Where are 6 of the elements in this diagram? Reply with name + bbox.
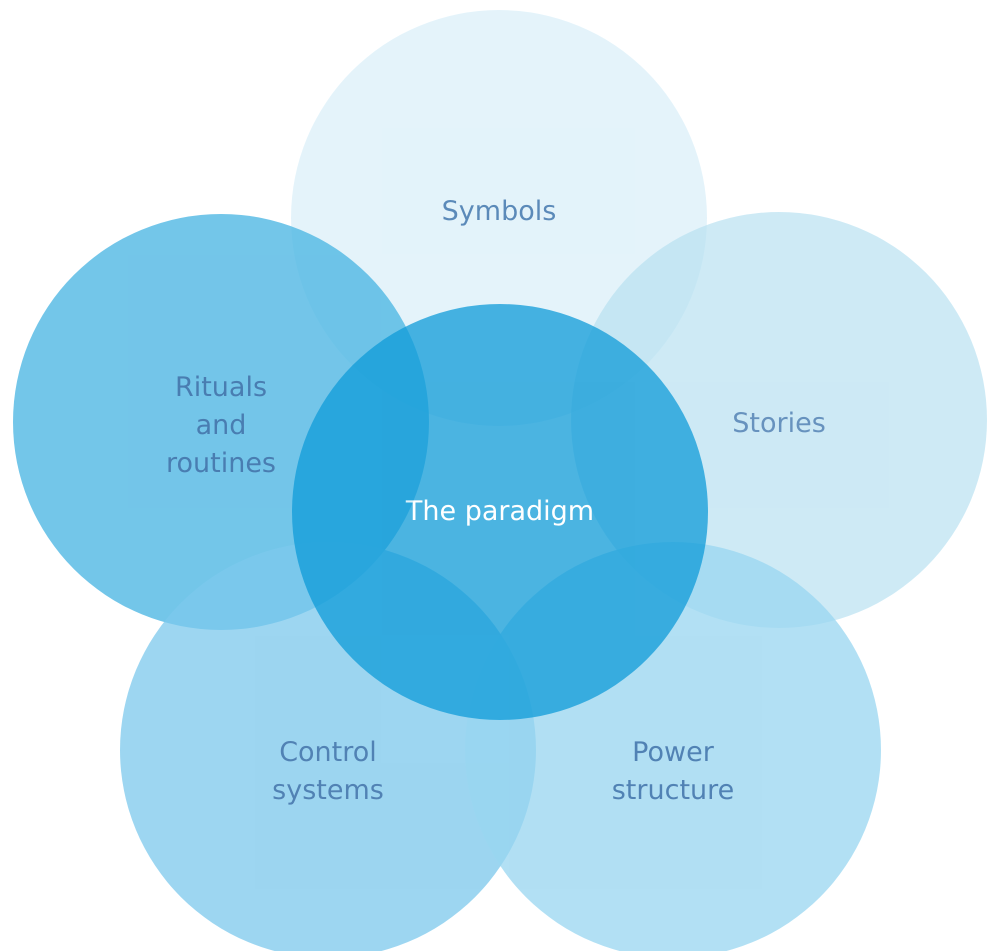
circle-label: Stories [731,407,827,441]
circle-label: Rituals and routines [164,371,278,481]
circle-label: Power structure [610,736,736,808]
circle-label: Symbols [440,195,558,229]
circle-label: Control systems [271,736,385,808]
circle-label: The paradigm [404,495,596,529]
